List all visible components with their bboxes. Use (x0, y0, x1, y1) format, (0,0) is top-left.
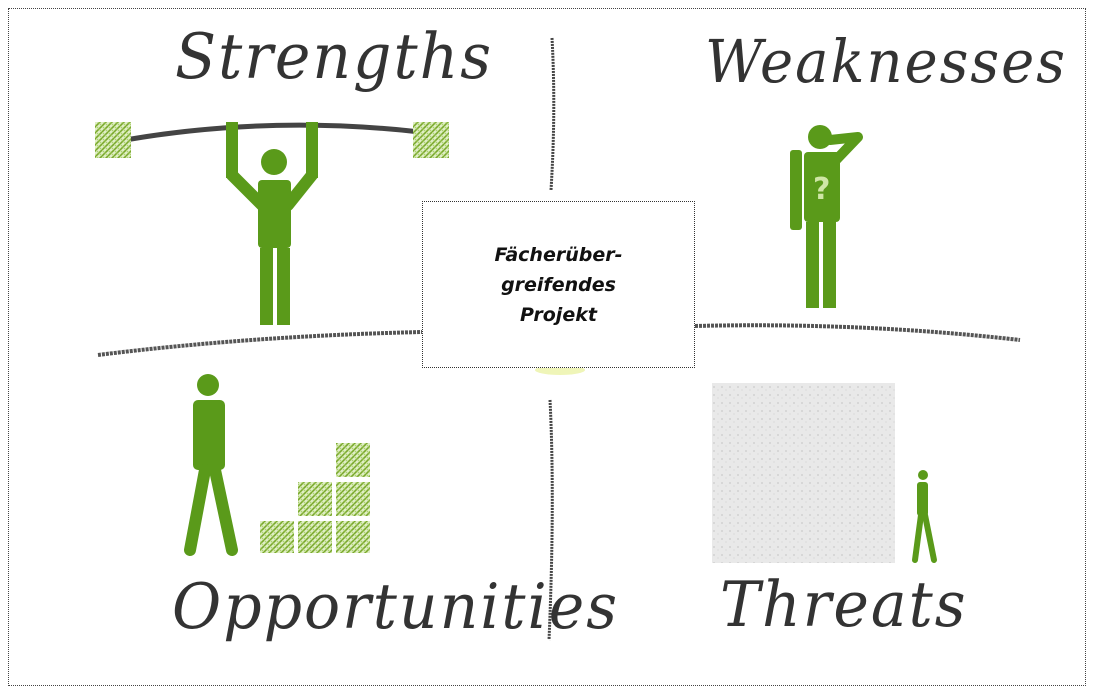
strengths-label: Strengths (175, 20, 493, 94)
svg-text:?: ? (813, 172, 830, 207)
weaknesses-label: Weaknesses (705, 28, 1068, 97)
threats-figure (712, 383, 937, 563)
growth-blocks (260, 443, 370, 553)
center-topic-text: Fächerüber-greifendes Projekt (494, 243, 623, 326)
threats-label: Threats (720, 568, 968, 642)
opportunities-figure (184, 374, 370, 556)
vertical-divider (547, 37, 556, 641)
opportunities-label: Opportunities (172, 570, 619, 644)
center-topic-box: Fächerüber-greifendes Projekt (422, 201, 695, 368)
weaknesses-figure: ? (790, 125, 863, 308)
strengths-figure (95, 122, 449, 325)
